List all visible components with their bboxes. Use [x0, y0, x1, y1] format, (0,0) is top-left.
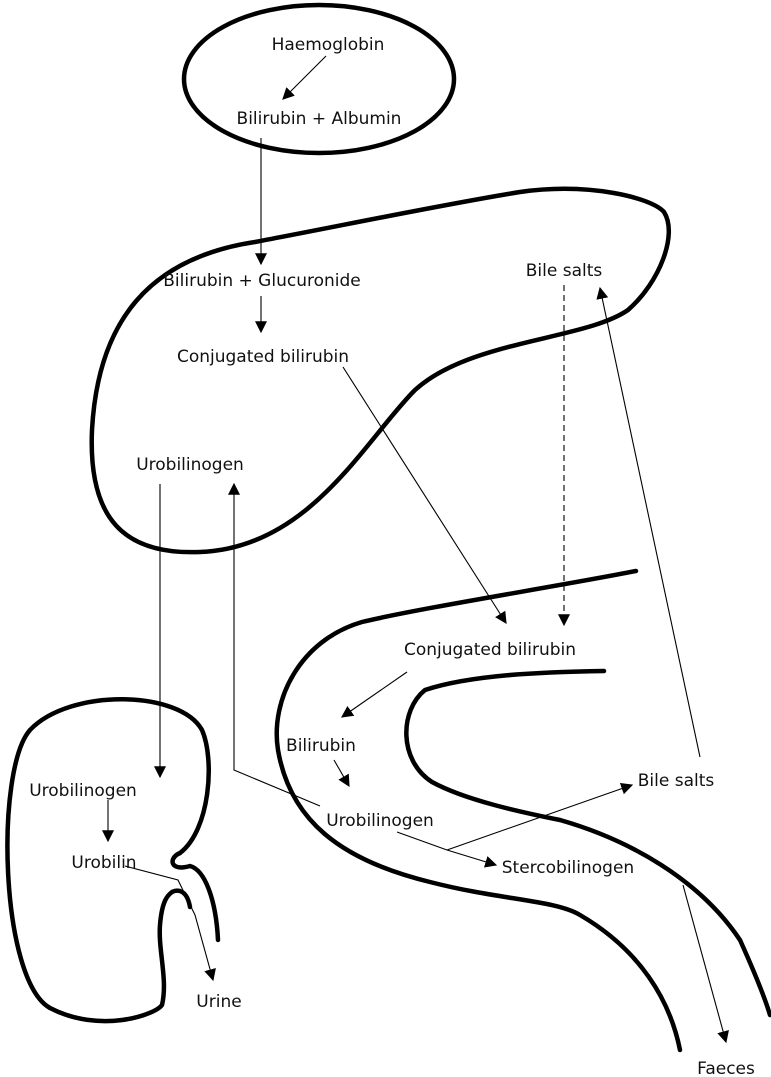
ureter-outer [170, 850, 221, 943]
label-conjugated-bilirubin-liver: Conjugated bilirubin [177, 347, 349, 367]
label-bile-salts-liver: Bile salts [526, 261, 603, 281]
arrow-to-bile-salts-gut [446, 782, 634, 851]
arrow-haemoglobin-to-bilirubin-albumin [282, 55, 327, 100]
label-bile-salts-gut: Bile salts [638, 771, 715, 791]
liver-outline [89, 186, 671, 555]
label-urobilin: Urobilin [71, 853, 136, 873]
label-urobilinogen-liver: Urobilinogen [136, 455, 244, 475]
arrow-conjugated-liver-to-gut [342, 366, 507, 625]
intestine-outer-wall [274, 568, 683, 1053]
arrow-bilirubin-to-urobilinogen [333, 759, 350, 788]
label-stercobilinogen: Stercobilinogen [502, 858, 634, 878]
arrow-urobilin-to-urine [124, 865, 216, 982]
label-faeces: Faeces [697, 1059, 755, 1077]
arrow-bile-salts-reabsorbed [596, 286, 701, 758]
label-bilirubin-glucuronide: Bilirubin + Glucuronide [163, 271, 361, 291]
arrow-conjugated-to-bilirubin [341, 671, 408, 718]
label-bilirubin-gut: Bilirubin [286, 736, 356, 756]
label-urobilinogen-kidney: Urobilinogen [29, 781, 137, 801]
label-urobilinogen-gut: Urobilinogen [326, 811, 434, 831]
kidney-outline [5, 697, 211, 1024]
intestine-inner-wall [404, 668, 771, 1018]
arrow-urobilinogen-to-liver [228, 482, 321, 807]
label-haemoglobin: Haemoglobin [272, 35, 385, 55]
label-conjugated-bilirubin-gut: Conjugated bilirubin [404, 640, 576, 660]
arrow-stercobilinogen-to-faeces [682, 884, 729, 1044]
label-urine: Urine [196, 992, 241, 1012]
arrow-urobilinogen-to-stercobilinogen [396, 831, 498, 868]
label-bilirubin-albumin: Bilirubin + Albumin [237, 109, 402, 129]
blood-ellipse [181, 2, 457, 156]
